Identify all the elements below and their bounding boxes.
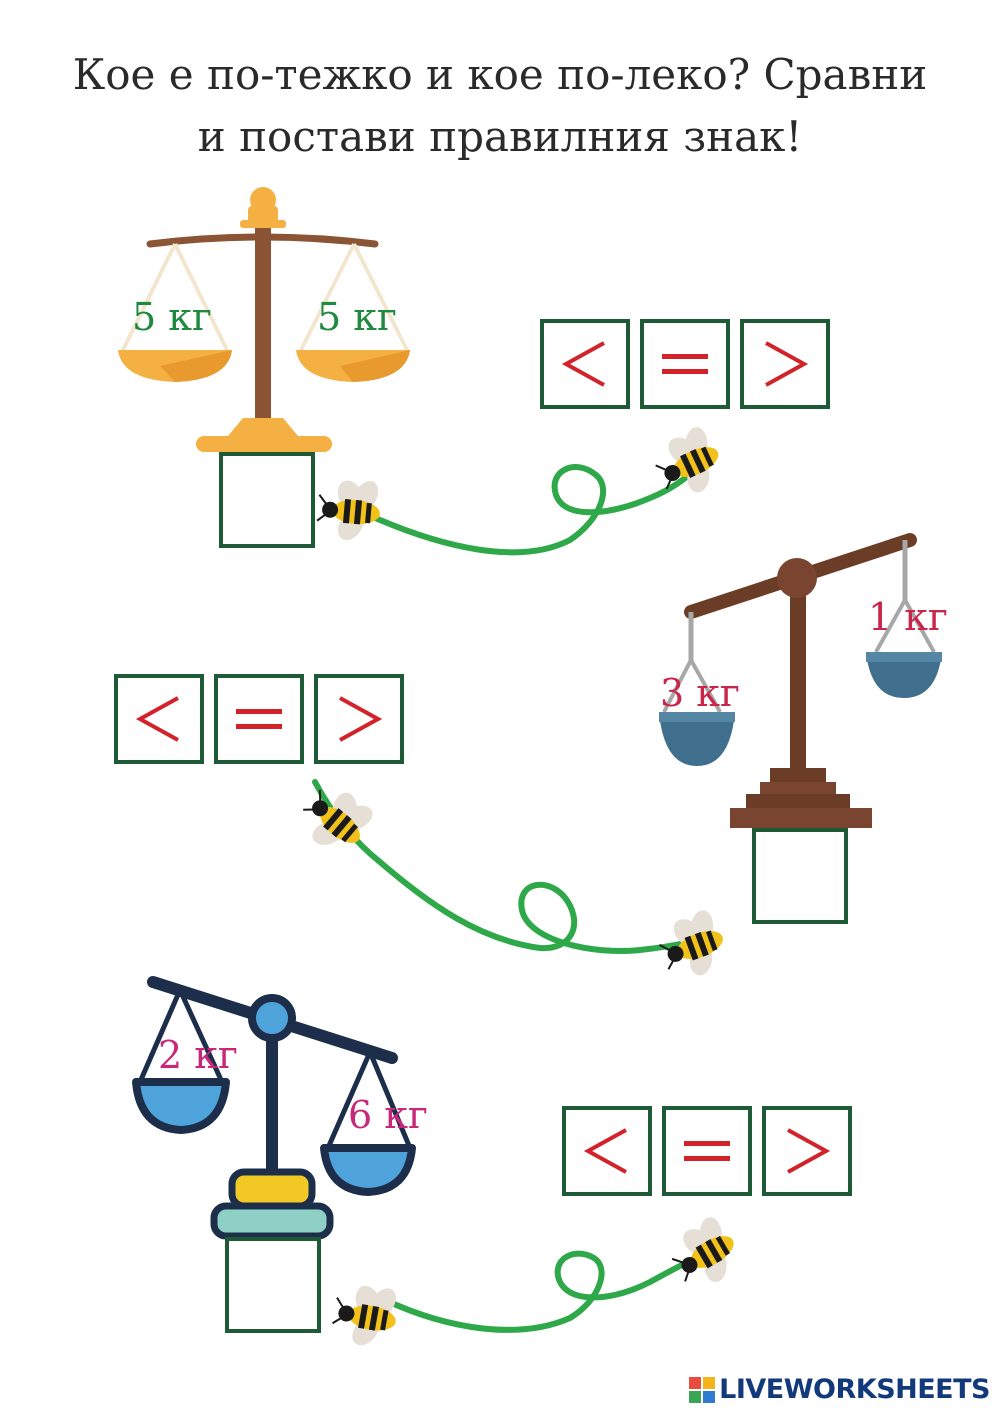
greater-than-icon [765,341,809,387]
less-than-option[interactable] [562,1106,652,1196]
scale-balanced [118,187,410,452]
liveworksheets-mark-icon [689,1376,716,1403]
less-than-icon [583,1128,627,1174]
equals-option[interactable] [662,1106,752,1196]
answer-box-task-3[interactable] [225,1237,321,1333]
less-than-icon [561,341,605,387]
equals-icon [684,1141,730,1161]
greater-than-option[interactable] [740,319,830,409]
scale-2-left-weight: 3 кг [660,671,740,715]
sign-options-task-2 [114,674,404,764]
bee-icon [327,1274,405,1357]
scale-tilted-right [132,976,416,1240]
greater-than-option[interactable] [314,674,404,764]
greater-than-option[interactable] [762,1106,852,1196]
bee-icon [660,1207,752,1301]
instruction-title: Кое е по-тежко и кое по-леко? Сравни и п… [0,44,1000,168]
title-line-2: и постави правилния знак! [197,112,803,161]
equals-option[interactable] [214,674,304,764]
scale-1-right-weight: 5 кг [317,295,397,339]
equals-option[interactable] [640,319,730,409]
sign-options-task-1 [540,319,830,409]
equals-icon [236,709,282,729]
title-line-1: Кое е по-тежко и кое по-леко? Сравни [72,50,928,99]
less-than-option[interactable] [114,674,204,764]
greater-than-icon [787,1128,831,1174]
less-than-option[interactable] [540,319,630,409]
scale-3-left-weight: 2 кг [158,1033,238,1077]
bee-icon [314,471,386,549]
less-than-icon [135,696,179,742]
bee-path-3 [382,1250,708,1333]
liveworksheets-logo: LIVEWORKSHEETS [689,1374,990,1405]
greater-than-icon [339,696,383,742]
scale-3-right-weight: 6 кг [348,1093,428,1137]
scale-tilted-left [659,533,942,828]
scale-2-right-weight: 1 кг [868,595,948,639]
sign-options-task-3 [562,1106,852,1196]
scale-1-left-weight: 5 кг [132,295,212,339]
answer-box-task-1[interactable] [219,452,315,548]
equals-icon [662,354,708,374]
brand-name: LIVEWORKSHEETS [719,1374,990,1405]
answer-box-task-2[interactable] [752,828,848,924]
bee-path-1 [359,462,703,556]
bee-path-2 [312,779,693,954]
